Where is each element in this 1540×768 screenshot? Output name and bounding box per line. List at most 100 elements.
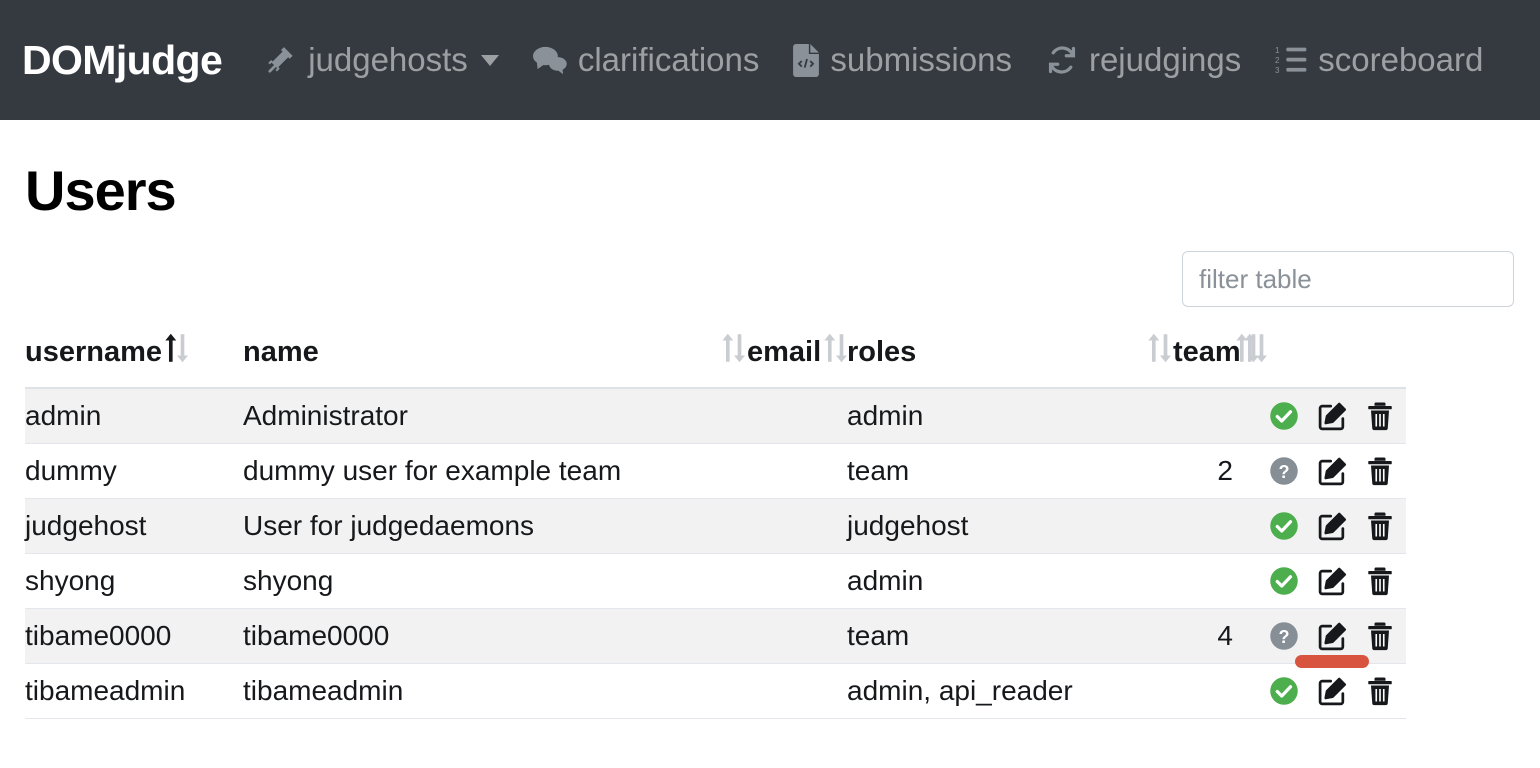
cell-team <box>1145 553 1233 609</box>
status-icon <box>1269 401 1299 431</box>
delete-icon[interactable] <box>1366 676 1394 706</box>
file-code-icon <box>793 43 820 77</box>
cell-team: 4 <box>1145 608 1233 664</box>
cell-actions: ? <box>1233 608 1406 668</box>
sort-icon-email[interactable] <box>822 331 848 365</box>
column-header-username[interactable]: username <box>25 331 243 388</box>
cell-username: tibame0000 <box>25 608 243 664</box>
delete-icon[interactable] <box>1366 621 1394 651</box>
cell-email <box>719 663 847 719</box>
svg-text:1: 1 <box>1275 46 1280 55</box>
cell-roles: admin, api_reader <box>847 663 1145 719</box>
row-actions: ? <box>1233 621 1406 668</box>
cell-roles: admin <box>847 553 1145 609</box>
cell-team <box>1145 498 1233 554</box>
top-navbar: DOMjudge judgehosts clarificati <box>0 0 1540 120</box>
status-icon: ? <box>1269 456 1299 486</box>
svg-text:?: ? <box>1278 462 1289 482</box>
nav-item-judgehosts[interactable]: judgehosts <box>264 41 499 79</box>
cell-actions: ? <box>1233 443 1406 499</box>
delete-icon[interactable] <box>1366 401 1394 431</box>
cell-roles: judgehost <box>847 498 1145 554</box>
cell-username: admin <box>25 388 243 444</box>
column-header-email[interactable]: email <box>719 331 848 388</box>
status-icon: ? <box>1269 621 1299 651</box>
delete-icon[interactable] <box>1366 456 1394 486</box>
column-label-email: email <box>747 336 822 368</box>
row-actions <box>1233 511 1406 542</box>
edit-icon[interactable] <box>1317 401 1348 432</box>
cell-team <box>1145 663 1233 719</box>
cell-roles: admin <box>847 388 1145 444</box>
cell-email <box>719 553 847 609</box>
edit-icon[interactable] <box>1317 676 1348 707</box>
column-header-team[interactable]: team <box>1145 331 1267 388</box>
brand-logo[interactable]: DOMjudge <box>22 36 223 83</box>
sort-icon-name[interactable] <box>720 331 746 365</box>
nav-item-submissions[interactable]: submissions <box>793 41 1012 79</box>
delete-icon[interactable] <box>1366 511 1394 541</box>
svg-text:?: ? <box>1278 627 1289 647</box>
nav-label-scoreboard: scoreboard <box>1318 41 1484 78</box>
nav-item-rejudgings[interactable]: rejudgings <box>1046 41 1241 79</box>
edit-icon[interactable] <box>1317 621 1348 652</box>
cell-actions <box>1233 663 1406 719</box>
delete-icon[interactable] <box>1366 566 1394 596</box>
highlight-annotation <box>1295 654 1369 668</box>
cell-name: tibameadmin <box>243 663 719 719</box>
column-label-name: name <box>243 336 319 368</box>
sort-icon-actions[interactable] <box>1234 331 1260 365</box>
column-header-name[interactable]: name <box>243 331 719 388</box>
comments-icon <box>532 45 567 75</box>
cell-email <box>719 498 847 554</box>
svg-text:2: 2 <box>1275 56 1280 65</box>
cell-username: shyong <box>25 553 243 609</box>
edit-icon[interactable] <box>1317 511 1348 542</box>
cell-actions <box>1233 553 1406 609</box>
edit-icon[interactable] <box>1317 566 1348 597</box>
row-actions <box>1233 676 1406 707</box>
cell-email <box>719 608 847 664</box>
nav-label-rejudgings: rejudgings <box>1088 41 1242 78</box>
sort-icon-username[interactable] <box>163 331 189 365</box>
column-label-username: username <box>25 336 163 368</box>
filter-table-input[interactable] <box>1182 251 1514 307</box>
column-label-roles: roles <box>847 336 917 368</box>
edit-icon[interactable] <box>1317 456 1348 487</box>
table-head: username name email roles team <box>25 331 1406 388</box>
cell-email <box>719 443 847 499</box>
users-table: username name email roles team <box>25 331 1406 719</box>
sort-icon-roles[interactable] <box>1146 331 1172 365</box>
status-icon <box>1269 511 1299 541</box>
cell-username: tibameadmin <box>25 663 243 719</box>
page-title: Users <box>25 159 177 222</box>
nav-label-clarifications: clarifications <box>577 41 760 78</box>
chevron-down-icon[interactable] <box>480 54 499 66</box>
nav-label-judgehosts: judgehosts <box>308 41 468 78</box>
column-label-team: team <box>1173 336 1241 368</box>
cell-name: User for judgedaemons <box>243 498 719 554</box>
nav-item-clarifications[interactable]: clarifications <box>532 41 760 79</box>
cell-username: judgehost <box>25 498 243 554</box>
gavel-icon <box>264 44 297 77</box>
status-icon <box>1269 566 1299 596</box>
cell-email <box>719 388 847 444</box>
row-actions <box>1233 401 1406 432</box>
cell-username: dummy <box>25 443 243 499</box>
row-actions: ? <box>1233 456 1406 487</box>
column-header-actions <box>1233 331 1406 388</box>
column-header-roles[interactable]: roles <box>847 331 1145 388</box>
nav-items: judgehosts clarifications <box>264 41 1483 79</box>
page-content: Users username name email roles <box>0 163 1540 719</box>
nav-item-scoreboard[interactable]: 1 2 3 scoreboard <box>1275 41 1483 79</box>
svg-text:3: 3 <box>1275 66 1280 74</box>
row-actions <box>1233 566 1406 597</box>
cell-name: tibame0000 <box>243 608 719 664</box>
cell-roles: team <box>847 443 1145 499</box>
